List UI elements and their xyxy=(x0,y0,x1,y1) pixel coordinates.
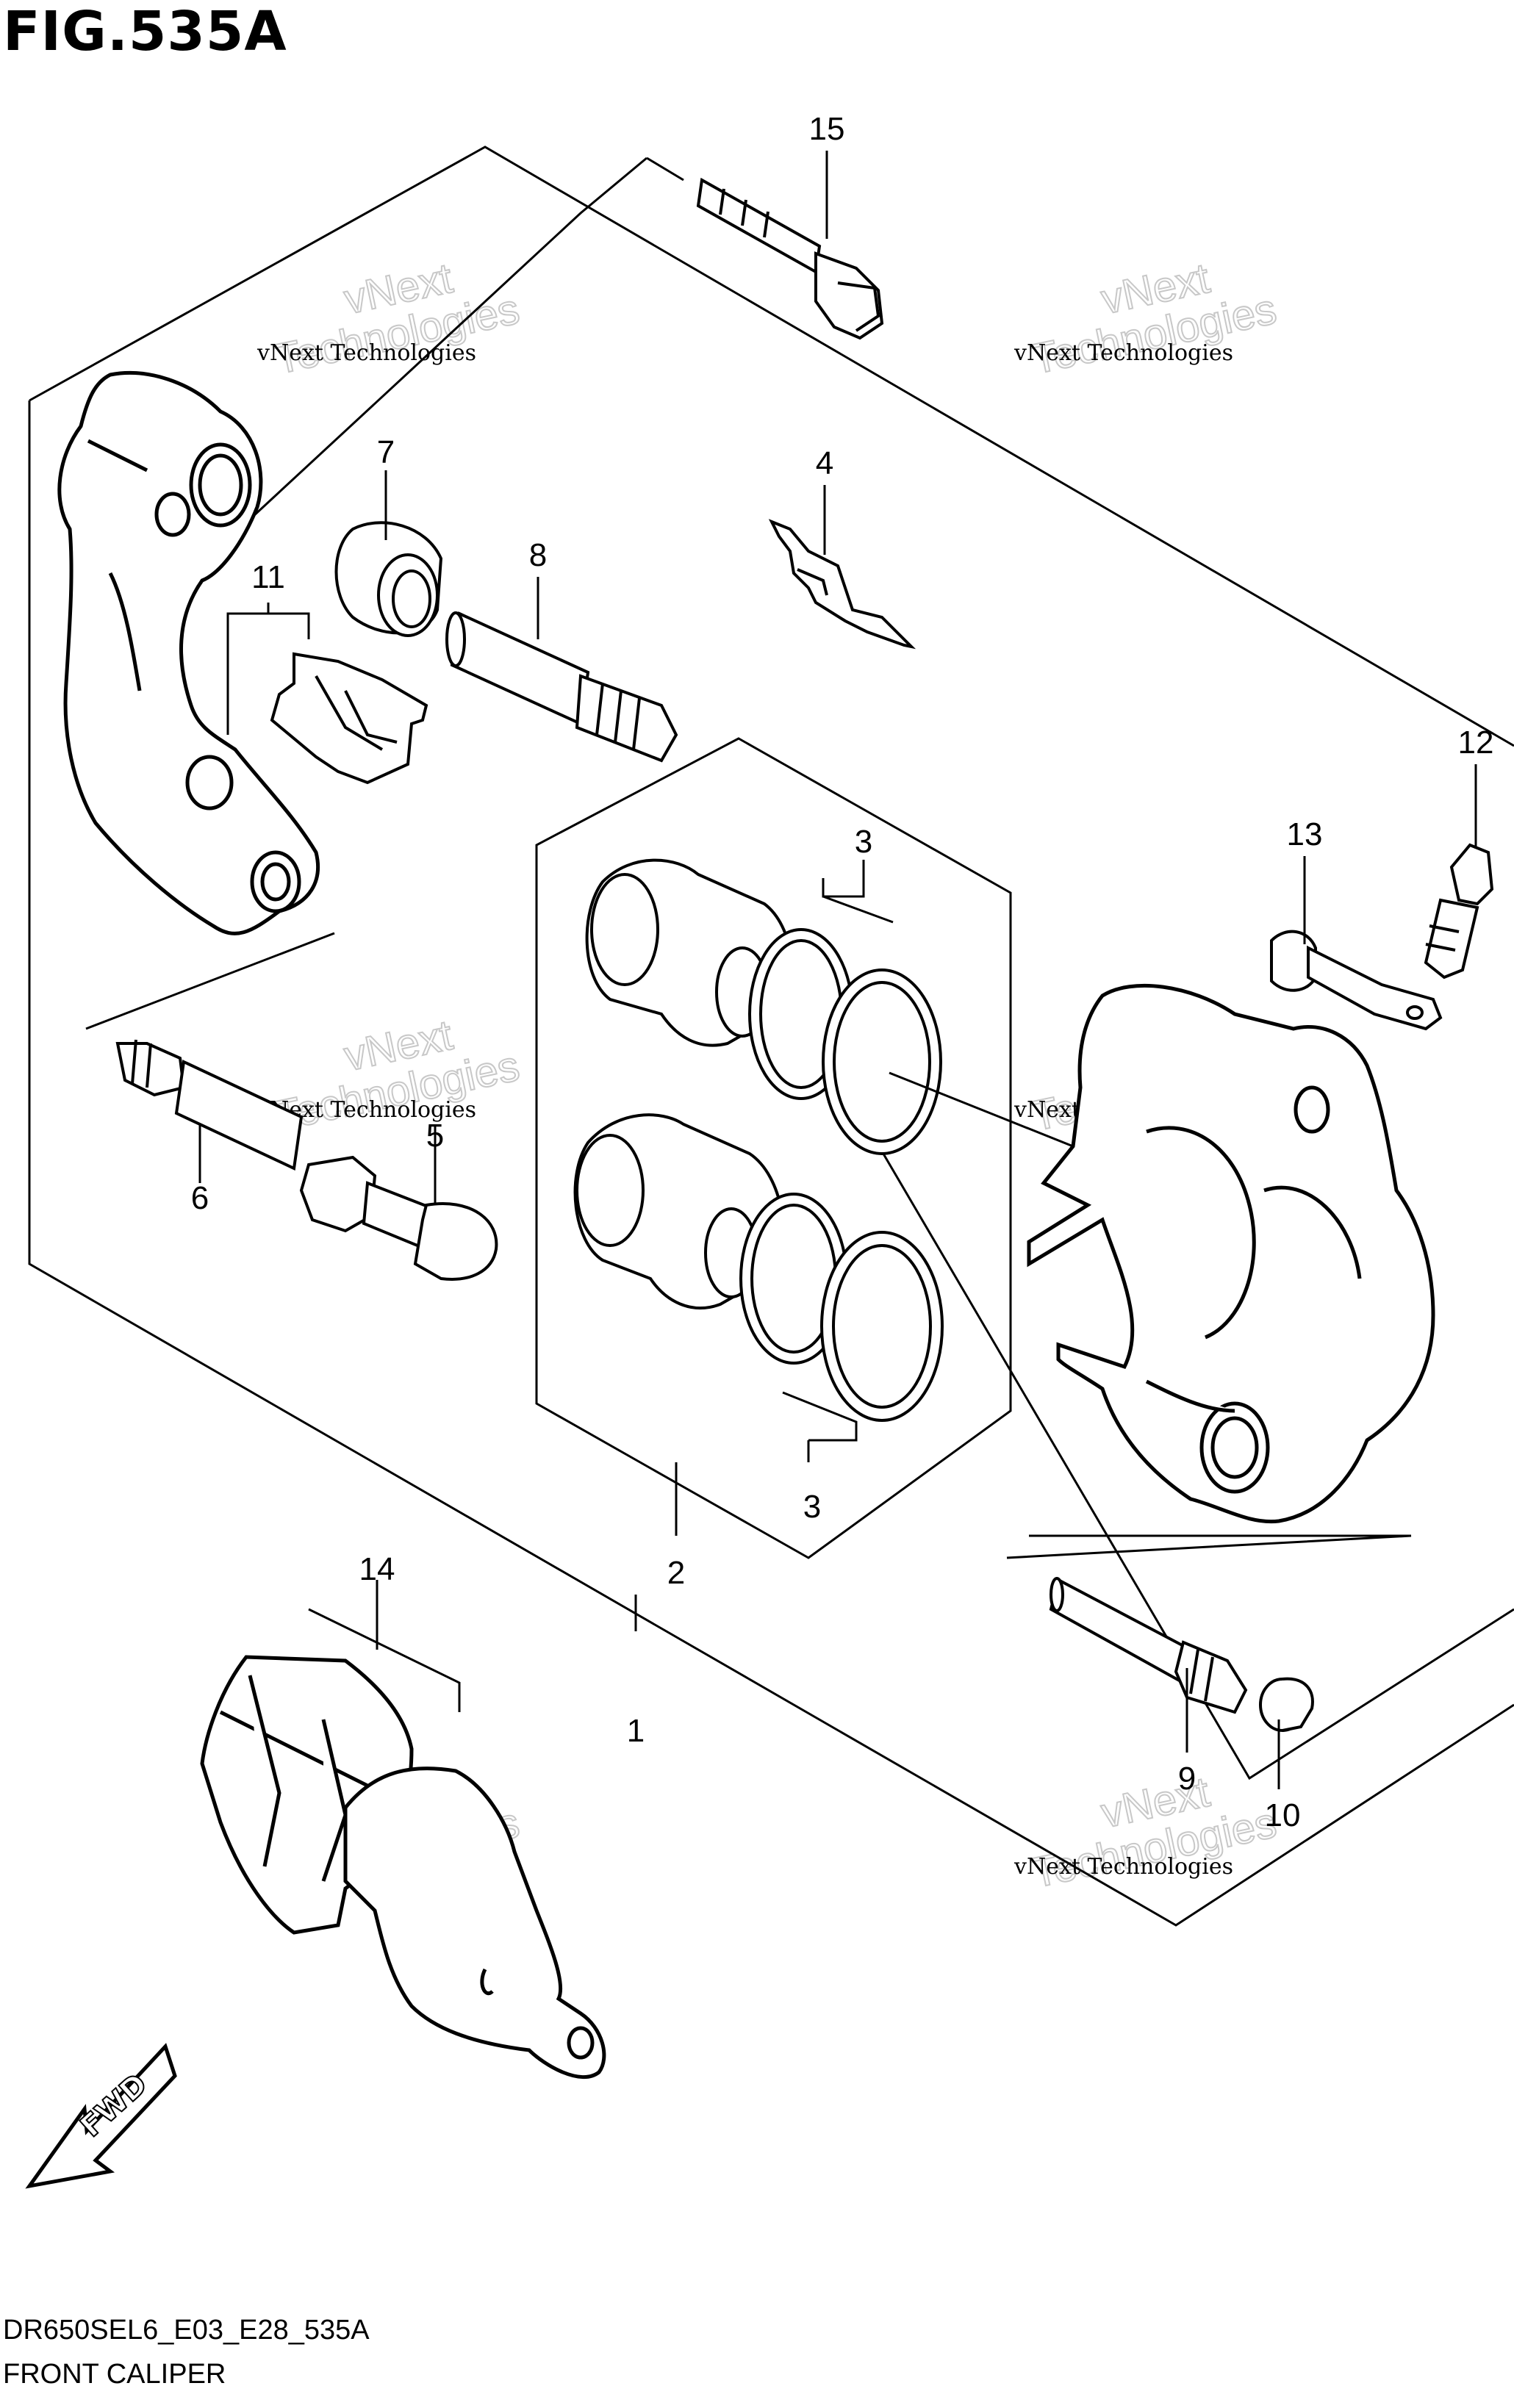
callout-6: 6 xyxy=(191,1180,209,1216)
callout-11: 11 xyxy=(251,559,285,595)
callout-10: 10 xyxy=(1265,1797,1301,1833)
callout-3-upper: 3 xyxy=(855,824,872,860)
part-3-seal-lower-a xyxy=(739,1193,848,1365)
part-9-pin xyxy=(1049,1577,1248,1714)
part-12-bleeder xyxy=(1424,843,1494,980)
callout-2: 2 xyxy=(667,1555,685,1591)
svg-text:vNext Technologies: vNext Technologies xyxy=(1013,340,1233,366)
callout-5: 5 xyxy=(426,1118,444,1154)
svg-text:vNext Technologies: vNext Technologies xyxy=(1013,1854,1233,1880)
part-5-boot xyxy=(299,1155,498,1281)
callout-1: 1 xyxy=(627,1713,645,1749)
part-4-pad-spring xyxy=(768,519,916,650)
leader-lines xyxy=(198,151,1477,1789)
caliper-bracket xyxy=(57,371,320,935)
caliper-body xyxy=(1027,983,1435,1524)
drawing-code: DR650SEL6_E03_E28_535A xyxy=(3,2315,370,2346)
part-3-seal-upper-b xyxy=(822,968,942,1155)
part-3-seal-lower-b xyxy=(820,1231,944,1422)
callout-labels: 15 7 8 4 11 12 13 3 5 6 3 2 14 1 9 10 xyxy=(191,111,1494,1833)
part-7-boot xyxy=(334,521,443,637)
part-2-piston-upper xyxy=(585,858,794,1047)
part-11-pad-retainer xyxy=(270,652,428,785)
callout-14: 14 xyxy=(359,1551,395,1587)
callout-8: 8 xyxy=(529,537,547,573)
fwd-arrow-icon: FWD xyxy=(25,2043,177,2189)
callout-3-lower: 3 xyxy=(803,1489,821,1525)
part-13-cap xyxy=(1270,930,1443,1031)
outline-top-left-bracket xyxy=(182,157,684,582)
assembly-outline xyxy=(28,145,1514,1927)
watermark-top-right: Technologies vNext vNext Technologies xyxy=(1013,254,1281,384)
piston-kit-box xyxy=(535,737,1012,1559)
callout-12: 12 xyxy=(1458,725,1494,761)
watermark-bottom-right: Technologies vNext vNext Technologies xyxy=(1013,1767,1281,1898)
part-6-slide-pin xyxy=(115,1039,304,1171)
part-10-plug xyxy=(1259,1677,1314,1732)
callout-15: 15 xyxy=(809,111,845,147)
callout-13: 13 xyxy=(1287,816,1323,852)
part-8-pin xyxy=(445,611,678,763)
figure-title: FIG.535A xyxy=(3,0,287,63)
callout-7: 7 xyxy=(377,434,395,470)
watermark-text: vNext Technologies xyxy=(256,340,476,366)
figure-caption: FRONT CALIPER xyxy=(3,2359,226,2390)
part-2-piston-lower xyxy=(573,1113,785,1309)
part-14-brake-pads xyxy=(200,1655,606,2079)
part-15-bolt xyxy=(696,177,884,340)
watermark-top-left: Technologies vNext vNext Technologies xyxy=(256,254,524,384)
callout-9: 9 xyxy=(1178,1761,1196,1797)
callout-4: 4 xyxy=(816,445,833,481)
